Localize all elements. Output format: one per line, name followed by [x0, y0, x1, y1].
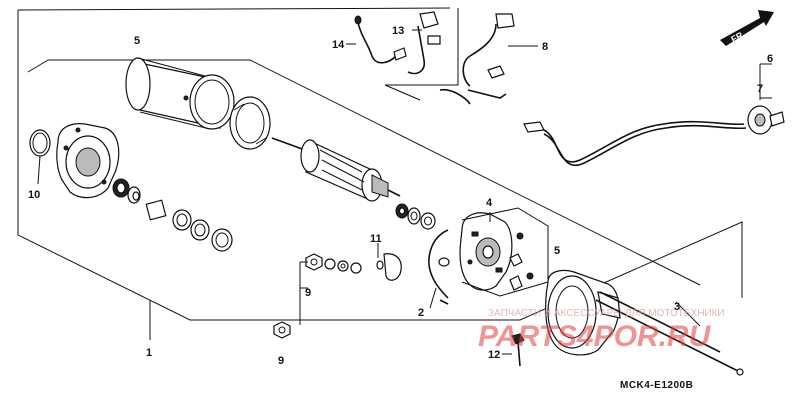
diagram-code: MCK4-E1200B	[620, 380, 693, 391]
o-ring-part-10	[29, 129, 51, 185]
bracket-part-2	[428, 229, 450, 309]
callout-4: 4	[486, 197, 493, 209]
callout-14: 14	[332, 39, 345, 51]
bolt-part-12	[502, 333, 525, 367]
callout-6: 6	[767, 53, 773, 65]
callout-7: 7	[757, 83, 763, 95]
callout-3: 3	[674, 301, 680, 313]
callout-12: 12	[488, 349, 500, 361]
callout-labels: 1 2 3 4 5 5 6 7 8 9 9 10 11 12 13 14	[28, 25, 773, 367]
terminal-hardware	[509, 232, 534, 291]
magnet-ring	[229, 96, 271, 150]
nuts-washers-part-9	[299, 253, 362, 325]
callout-8: 8	[542, 41, 548, 53]
callout-10: 10	[28, 189, 40, 201]
callout-9-upper: 9	[305, 287, 311, 299]
site-watermark: ЗАПЧАСТИ И АКСЕССУАРЫ ДЛЯ МОТОТЕХНИКИ PA…	[478, 308, 725, 353]
front-cover	[56, 123, 120, 199]
callout-13: 13	[392, 25, 404, 37]
armature-washers	[395, 203, 436, 230]
watermark-tagline: ЗАПЧАСТИ И АКСЕССУАРЫ ДЛЯ МОТОТЕХНИКИ	[488, 308, 725, 319]
through-bolts-part-3	[595, 291, 744, 376]
front-bearing-and-washers	[112, 178, 233, 252]
callout-9-lower: 9	[278, 355, 284, 367]
callout-11: 11	[370, 233, 382, 245]
callout-5-right: 5	[554, 245, 560, 257]
starter-cable-part-6-7	[523, 63, 785, 167]
harness-outline	[384, 8, 459, 101]
watermark-brand: PARTS4POR.RU	[478, 320, 712, 353]
motor-case-part-5	[125, 57, 235, 130]
spacer-part-11	[376, 243, 402, 281]
armature	[271, 137, 401, 202]
front-direction-arrow: FR.	[720, 10, 774, 46]
assembly-outline	[17, 7, 743, 340]
callout-2: 2	[418, 307, 424, 319]
callout-5-top: 5	[134, 35, 140, 47]
brush-holder-part-4	[459, 207, 549, 297]
nut-part-9-lower	[273, 321, 291, 339]
wire-harness	[346, 11, 538, 105]
callout-1: 1	[146, 347, 152, 359]
